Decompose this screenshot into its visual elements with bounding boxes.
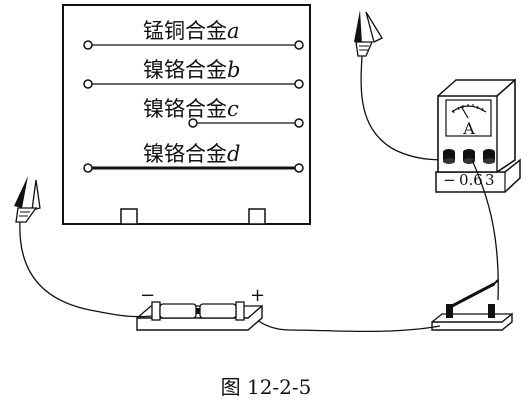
board-foot-left (120, 208, 138, 225)
terminal-d-right (294, 163, 304, 173)
lead-left-clip-to-battery (19, 221, 153, 318)
wire-b-label: 镍铬合金b (143, 58, 240, 82)
alligator-clip-left (14, 176, 41, 223)
figure-caption: 图 12-2-5 (221, 375, 312, 399)
terminal-b-left (83, 79, 93, 89)
ammeter: A − 0.6 3 (435, 78, 521, 193)
terminal-label-06: 0.6 (459, 171, 483, 189)
battery-minus-label: − (140, 285, 155, 306)
ammeter-terminal-minus (443, 149, 455, 164)
terminal-c-right (294, 118, 304, 128)
wire-b: 镍铬合金b (83, 58, 304, 89)
resistance-board (62, 4, 311, 225)
terminal-a-right (294, 40, 304, 50)
terminal-a-left (83, 40, 93, 50)
terminal-label-3: 3 (485, 171, 495, 189)
battery-cell-1 (159, 303, 197, 319)
ammeter-terminal-3 (483, 149, 495, 164)
ammeter-terminal-06 (463, 149, 475, 164)
knife-switch (431, 279, 513, 331)
terminal-label-minus: − (443, 171, 456, 189)
ammeter-symbol: A (462, 119, 475, 138)
wire-a-label: 锰铜合金a (143, 19, 240, 43)
lead-switch-to-battery (251, 315, 441, 333)
wire-c-label: 镍铬合金c (143, 97, 239, 121)
board-foot-right (248, 208, 266, 225)
terminal-b-right (294, 79, 304, 89)
wire-d: 镍铬合金d (83, 142, 304, 173)
battery-holder: − + (136, 285, 265, 331)
wire-a: 锰铜合金a (83, 19, 304, 50)
battery-cell-2 (199, 303, 237, 319)
terminal-c-left (188, 118, 198, 128)
battery-plus-label: + (250, 285, 265, 306)
ammeter-needle (460, 105, 469, 119)
wire-c: 镍铬合金c (143, 97, 304, 128)
alligator-clip-top (354, 10, 383, 57)
lead-ammeter-to-switch (471, 159, 499, 301)
wire-d-label: 镍铬合金d (143, 142, 240, 166)
terminal-d-left (83, 163, 93, 173)
